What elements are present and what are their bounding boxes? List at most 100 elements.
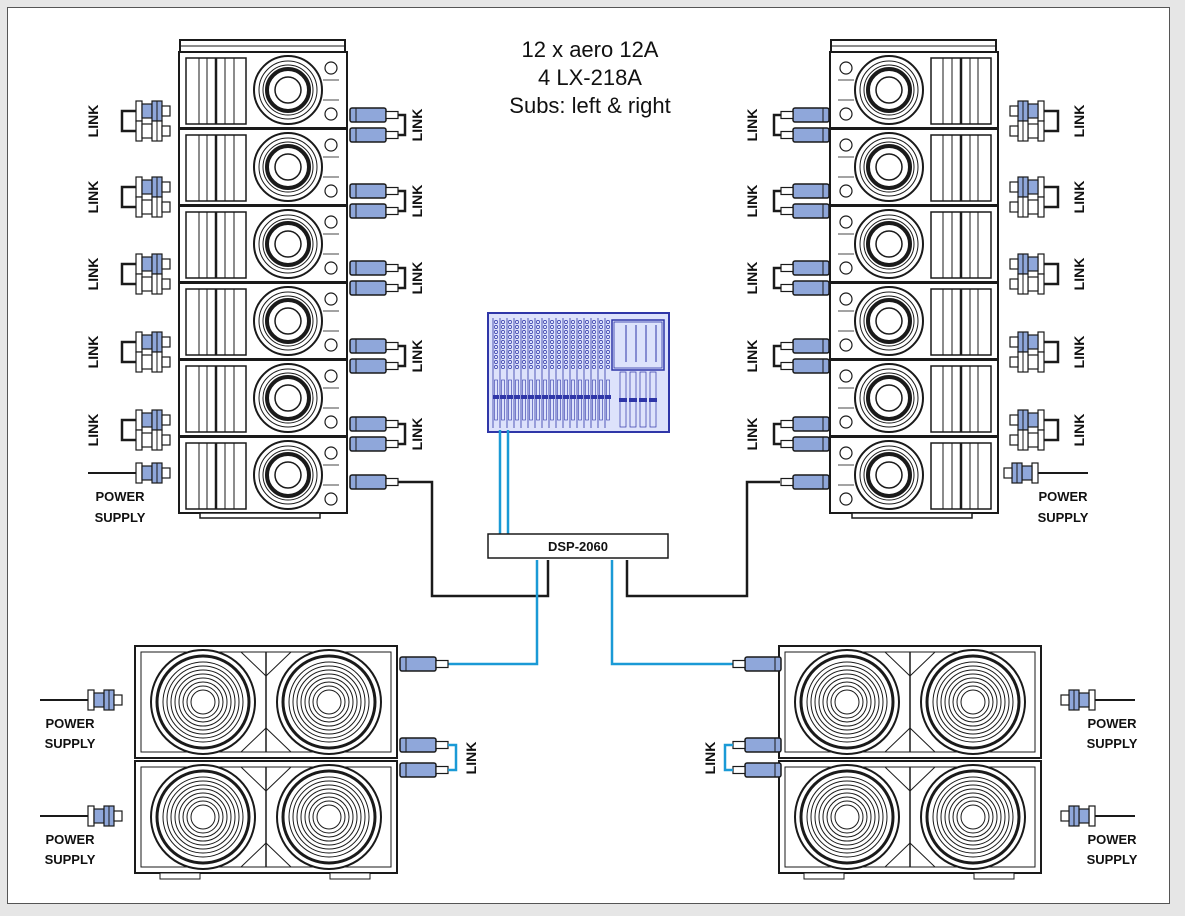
powercon-link-pair: LINK — [1009, 100, 1087, 142]
system-title: 12 x aero 12A 4 LX-218A Subs: left & rig… — [480, 36, 700, 120]
right-array-connectors: LINK LINK LINK LINK LINK LINK LINK LINK LINK LIN… — [744, 100, 1087, 452]
subwoofer-cabinet-icon — [135, 646, 397, 758]
power-supply-label-line2: SUPPLY — [45, 736, 96, 751]
xlr-connector-icon — [780, 107, 830, 123]
link-label: LINK — [409, 340, 425, 373]
link-label: LINK — [85, 414, 101, 447]
xlr-link-pair: LINK — [744, 260, 830, 296]
powercon-link-pair: LINK — [85, 409, 171, 451]
link-label: LINK — [409, 418, 425, 451]
xlr-link-pair: LINK — [349, 338, 425, 374]
left-subwoofer-stack: LINK POWER SUPPLY POWER SUPPLY — [40, 646, 479, 880]
link-label: LINK — [85, 336, 101, 369]
link-label: LINK — [744, 418, 760, 451]
right-line-array — [828, 39, 1000, 519]
line-array-cabinet-icon — [177, 358, 349, 438]
left-array-connectors: LINK LINK LINK LINK LINK LINK LINK LINK LINK LIN… — [85, 100, 425, 452]
powercon-link-pair: LINK — [1009, 176, 1087, 218]
xlr-connector-icon — [780, 280, 830, 296]
xlr-link-pair: LINK — [349, 260, 425, 296]
powercon-link-pair: LINK — [1009, 253, 1087, 295]
xlr-connector-icon — [349, 107, 399, 123]
link-label: LINK — [463, 742, 479, 775]
link-label: LINK — [1071, 105, 1087, 138]
xlr-connector-icon — [349, 358, 399, 374]
xlr-connector-icon — [349, 260, 399, 276]
line-array-cabinet-icon — [177, 127, 349, 207]
xlr-connector-icon — [349, 203, 399, 219]
xlr-connector-icon — [780, 127, 830, 143]
dsp-label: DSP-2060 — [548, 539, 608, 554]
subwoofer-cabinet-icon — [779, 646, 1041, 758]
xlr-link-pair: LINK — [744, 107, 830, 143]
link-label: LINK — [409, 262, 425, 295]
power-supply-label-line2: SUPPLY — [1087, 736, 1138, 751]
xlr-link-pair: LINK — [744, 338, 830, 374]
powercon-link-pair: LINK — [1009, 409, 1087, 451]
xlr-connector-icon — [780, 183, 830, 199]
powercon-link-pair: LINK — [1009, 331, 1087, 373]
powercon-link-pair: LINK — [85, 100, 171, 142]
line-array-cabinet-icon — [177, 435, 349, 515]
link-label: LINK — [85, 258, 101, 291]
mixer-console-icon — [487, 312, 670, 433]
xlr-connector-icon — [780, 416, 830, 432]
subwoofer-cabinet-icon — [779, 761, 1041, 873]
link-label: LINK — [409, 185, 425, 218]
link-label: LINK — [744, 340, 760, 373]
powercon-link-pair: LINK — [85, 331, 171, 373]
line-array-cabinet-icon — [177, 50, 349, 130]
right-subwoofer-stack: LINK POWER SUPPLY POWER SUPPLY — [702, 646, 1138, 880]
power-supply-label-line2: SUPPLY — [95, 510, 146, 525]
xlr-connector-icon — [780, 203, 830, 219]
xlr-connector-icon — [780, 436, 830, 452]
powercon-connector-icon — [135, 462, 171, 484]
xlr-connector-icon — [349, 280, 399, 296]
xlr-link-pair: LINK — [744, 416, 830, 452]
title-line-2: 4 LX-218A — [538, 65, 642, 90]
xlr-connector-icon — [349, 436, 399, 452]
xlr-link-pair: LINK — [349, 183, 425, 219]
xlr-connector-icon — [780, 358, 830, 374]
power-supply-label-line1: POWER — [1087, 716, 1137, 731]
link-label: LINK — [85, 181, 101, 214]
line-array-cabinet-icon — [177, 204, 349, 284]
power-supply-label-line2: SUPPLY — [1087, 852, 1138, 867]
xlr-connector-icon — [780, 338, 830, 354]
power-supply-label-line1: POWER — [1087, 832, 1137, 847]
powercon-link-pair: LINK — [85, 253, 171, 295]
link-label: LINK — [744, 109, 760, 142]
xlr-connector-icon — [349, 474, 399, 490]
link-label: LINK — [702, 742, 718, 775]
xlr-connector-icon — [349, 338, 399, 354]
left-line-array — [177, 39, 349, 519]
power-supply-label-line1: POWER — [45, 716, 95, 731]
power-supply-label-line2: SUPPLY — [1038, 510, 1089, 525]
link-label: LINK — [1071, 181, 1087, 214]
title-line-3: Subs: left & right — [509, 93, 671, 118]
link-label: LINK — [1071, 414, 1087, 447]
powercon-link-pair: LINK — [85, 176, 171, 218]
link-label: LINK — [85, 105, 101, 138]
power-supply-label-line1: POWER — [1038, 489, 1088, 504]
link-label: LINK — [1071, 258, 1087, 291]
xlr-connector-icon — [349, 183, 399, 199]
title-line-1: 12 x aero 12A — [521, 37, 659, 62]
subwoofer-cabinet-icon — [135, 761, 397, 873]
link-label: LINK — [409, 109, 425, 142]
xlr-link-pair: LINK — [744, 183, 830, 219]
link-label: LINK — [744, 185, 760, 218]
power-supply-label-line2: SUPPLY — [45, 852, 96, 867]
xlr-connector-icon — [349, 127, 399, 143]
line-array-cabinet-icon — [177, 281, 349, 361]
power-supply-label-line1: POWER — [95, 489, 145, 504]
xlr-link-pair: LINK — [349, 416, 425, 452]
link-label: LINK — [744, 262, 760, 295]
xlr-connector-icon — [349, 416, 399, 432]
xlr-link-pair: LINK — [349, 107, 425, 143]
link-label: LINK — [1071, 336, 1087, 369]
xlr-connector-icon — [780, 260, 830, 276]
dsp-unit — [487, 533, 669, 559]
power-supply-label-line1: POWER — [45, 832, 95, 847]
